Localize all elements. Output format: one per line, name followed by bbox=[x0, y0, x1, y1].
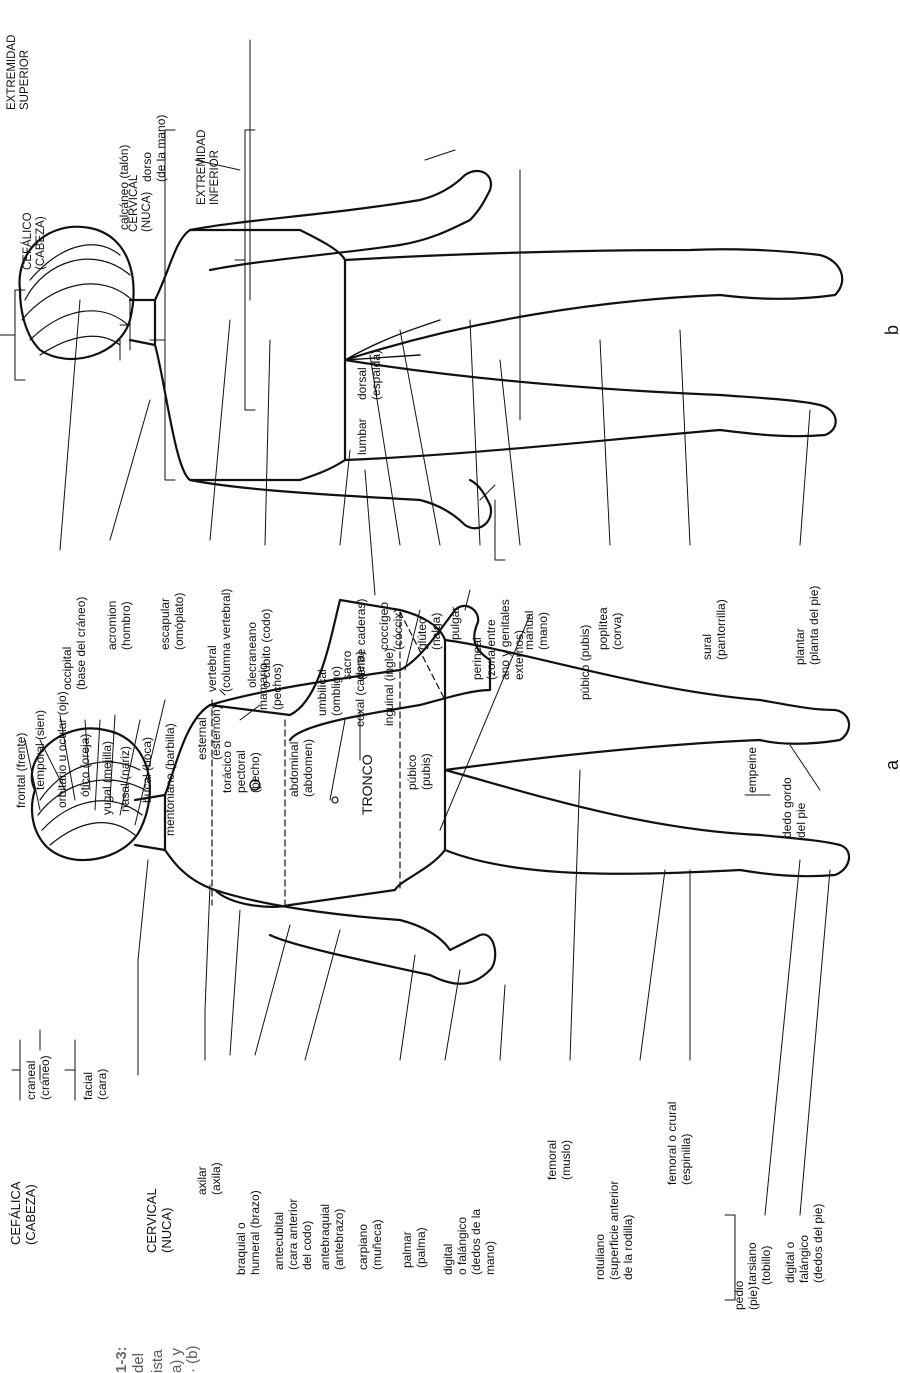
label-digital-mano: digital o falángico (dedos de la mano) bbox=[441, 1209, 497, 1275]
figure-b-arm-lower bbox=[190, 480, 491, 528]
label-braquial: braquial o humeral (brazo) bbox=[234, 1190, 262, 1275]
figure-a-arm-left bbox=[215, 890, 495, 984]
label-dorso: dorso (de la mano) bbox=[140, 115, 168, 182]
label-orbitario: orbitario u ocular (ojo) bbox=[55, 691, 69, 808]
label-perineal: perineal (zona entre ano y genitales ext… bbox=[470, 599, 526, 680]
label-cervical-a: CERVICAL (NUCA) bbox=[144, 1188, 174, 1253]
label-occipital: occipital (base del cráneo) bbox=[60, 597, 88, 690]
label-antebraquial: antebraquial (antebrazo) bbox=[318, 1204, 346, 1270]
panel-letter-b: b bbox=[882, 325, 900, 335]
label-calcaneo: calcáneo (talón) bbox=[117, 145, 131, 230]
figure-caption-line-4: · (b) bbox=[184, 1346, 201, 1373]
label-vertebral: vertebral (columna vertebral) bbox=[205, 589, 233, 692]
label-dorsal: dorsal (espalda) bbox=[355, 350, 383, 400]
figure-b-leaders bbox=[0, 40, 810, 595]
label-pubico: púbico (pubis) bbox=[578, 625, 592, 700]
label-temporal: temporal (sien) bbox=[33, 710, 47, 790]
label-inguinal: inguinal (ingle) bbox=[382, 648, 396, 726]
label-craneal: craneal (cráneo) bbox=[24, 1055, 52, 1100]
label-cervical-b: CERVICAL (NUCA) bbox=[128, 175, 154, 232]
label-extremidad-superior: EXTREMIDAD SUPERIOR bbox=[6, 35, 32, 110]
label-cefalica: CEFÁLICA (CABEZA) bbox=[8, 1181, 38, 1245]
figure-caption-number: 1-3: bbox=[113, 1346, 130, 1373]
label-nasal: nasal (nariz) bbox=[118, 746, 132, 812]
label-tarsiano: tarsiano (tobillo) bbox=[745, 1242, 773, 1285]
label-gluteo: glúteo (nalga) bbox=[415, 613, 443, 650]
label-dedo-gordo: dedo gordo del pie bbox=[780, 777, 808, 838]
label-manual: manual (mano) bbox=[522, 611, 550, 650]
label-bucal: bucal (boca) bbox=[140, 737, 154, 803]
label-sacro: sacro (entre caderas) bbox=[340, 599, 368, 680]
label-cefalico: CEFÁLICO (CABEZA) bbox=[22, 212, 48, 270]
label-facial: facial (cara) bbox=[81, 1069, 109, 1100]
label-pedio: pedio (pie) bbox=[732, 1281, 760, 1310]
label-toracico: torácico o pectoral (pecho) bbox=[220, 741, 262, 793]
label-tronco: TRONCO bbox=[360, 754, 374, 815]
label-sural: sural (pantorrilla) bbox=[700, 599, 728, 660]
label-empeine: empeine bbox=[745, 747, 759, 793]
label-extremidad-inferior: EXTREMIDAD INFERIOR bbox=[196, 130, 222, 205]
label-otico: ótico (oreja) bbox=[78, 734, 92, 797]
figure-caption-line-1: del bbox=[130, 1353, 147, 1373]
figure-caption-line-2: ista bbox=[149, 1350, 166, 1373]
label-yugal: yugal (mejilla) bbox=[100, 741, 114, 815]
label-carpiano: carpiano (muñeca) bbox=[356, 1219, 384, 1270]
label-pulgar: pulgar bbox=[448, 607, 462, 640]
label-axilar: axilar (axila) bbox=[195, 1162, 223, 1195]
label-plantar: plantar (planta del pie) bbox=[793, 586, 821, 665]
label-palmar: palmar (palma) bbox=[400, 1227, 428, 1268]
figure-caption-line-3: a) y bbox=[168, 1348, 185, 1373]
panel-letter-a: a bbox=[882, 760, 900, 770]
label-coccigeo: coccígeo (cóccix) bbox=[377, 602, 405, 650]
label-pubico-inner: púbico (pubis) bbox=[405, 753, 433, 790]
label-mentoniano: mentoniano (barbilla) bbox=[163, 723, 177, 836]
label-escapular: escapular (omóplato) bbox=[158, 593, 186, 650]
label-abdominal: abdominal (abdomen) bbox=[287, 739, 315, 797]
label-femoral-crural: femoral o crural (espinilla) bbox=[665, 1102, 693, 1185]
label-rotuliano: rotuliano (superficie anterior de la rod… bbox=[593, 1181, 635, 1280]
label-umbilical: umbilical (ombligo) bbox=[315, 666, 343, 716]
label-frontal: frontal (frente) bbox=[14, 733, 28, 808]
label-acromion: acromion (hombro) bbox=[105, 601, 133, 650]
label-olecraneano: olecraneano o cúbito (codo) bbox=[245, 609, 273, 688]
label-esternal: esternal (esternón) bbox=[195, 705, 223, 760]
label-antecubital: antecubital (cara anterior del codo) bbox=[272, 1199, 314, 1270]
label-femoral: femoral (muslo) bbox=[545, 1140, 573, 1180]
label-poplitea: poplítea (corva) bbox=[596, 607, 624, 650]
label-digital-pie: digital o falángico (dedos del pie) bbox=[783, 1204, 825, 1283]
label-lumbar: lumbar bbox=[355, 418, 369, 455]
